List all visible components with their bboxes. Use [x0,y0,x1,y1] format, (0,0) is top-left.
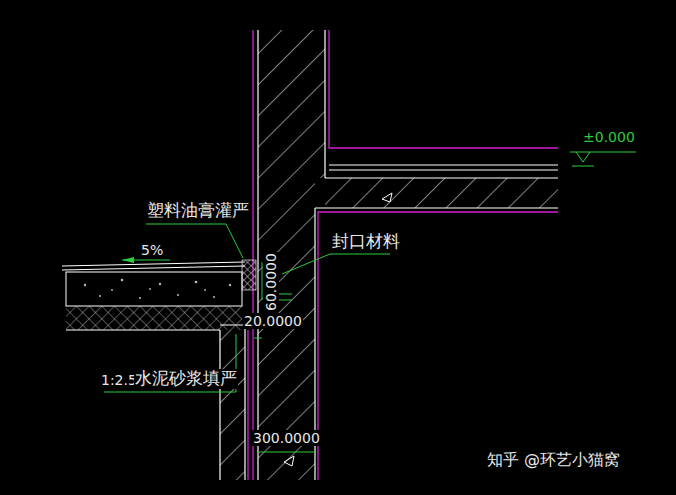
watermark: 知乎 @环艺小猫窝 [486,451,621,469]
level-mark: ±0.000 [582,129,636,145]
wall-hatch [220,330,245,480]
sealant [242,260,256,290]
callout-label: 塑料油膏灌严 [146,201,250,221]
callout-label: 水泥砂浆填严 [134,369,238,389]
dimension-text: 300.0000 [252,430,321,446]
gravel-base [66,306,242,330]
concrete-dots [84,279,231,299]
mix-ratio: 1:2.5 [100,372,138,388]
dimension-text: 60.0000 [263,252,279,312]
callout-label: 封口材料 [331,232,401,252]
dimension-text: 20.0000 [243,313,303,329]
slab-hatch [325,178,558,208]
wall-hatch [258,30,325,178]
slope-label: 5% [140,242,164,258]
